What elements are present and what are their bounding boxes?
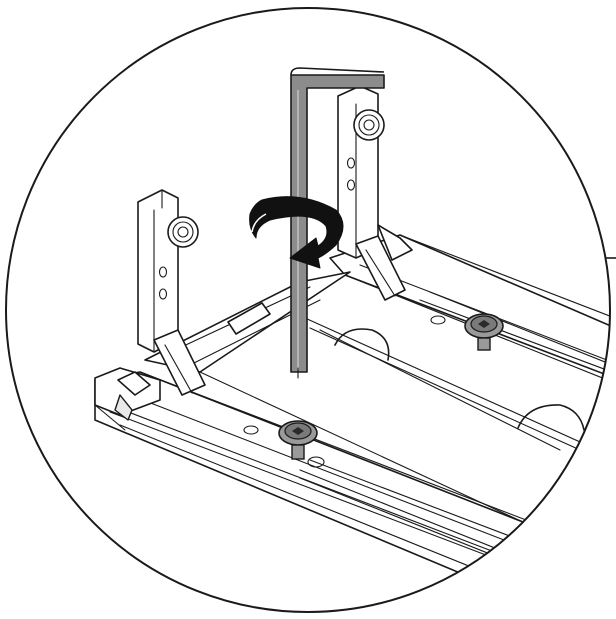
corner-block <box>94 367 161 431</box>
rotate-clockwise-arrow-icon <box>249 196 344 269</box>
bracket-screw-right <box>353 109 385 141</box>
bracket-screw-left <box>167 216 199 248</box>
detail-content <box>94 67 610 612</box>
rail-holes <box>243 315 446 468</box>
detail-callout-circle <box>5 7 611 613</box>
right-bracket <box>337 85 413 301</box>
hex-key-icon <box>290 67 385 379</box>
left-bracket <box>137 189 206 396</box>
screw-icon <box>278 313 504 460</box>
